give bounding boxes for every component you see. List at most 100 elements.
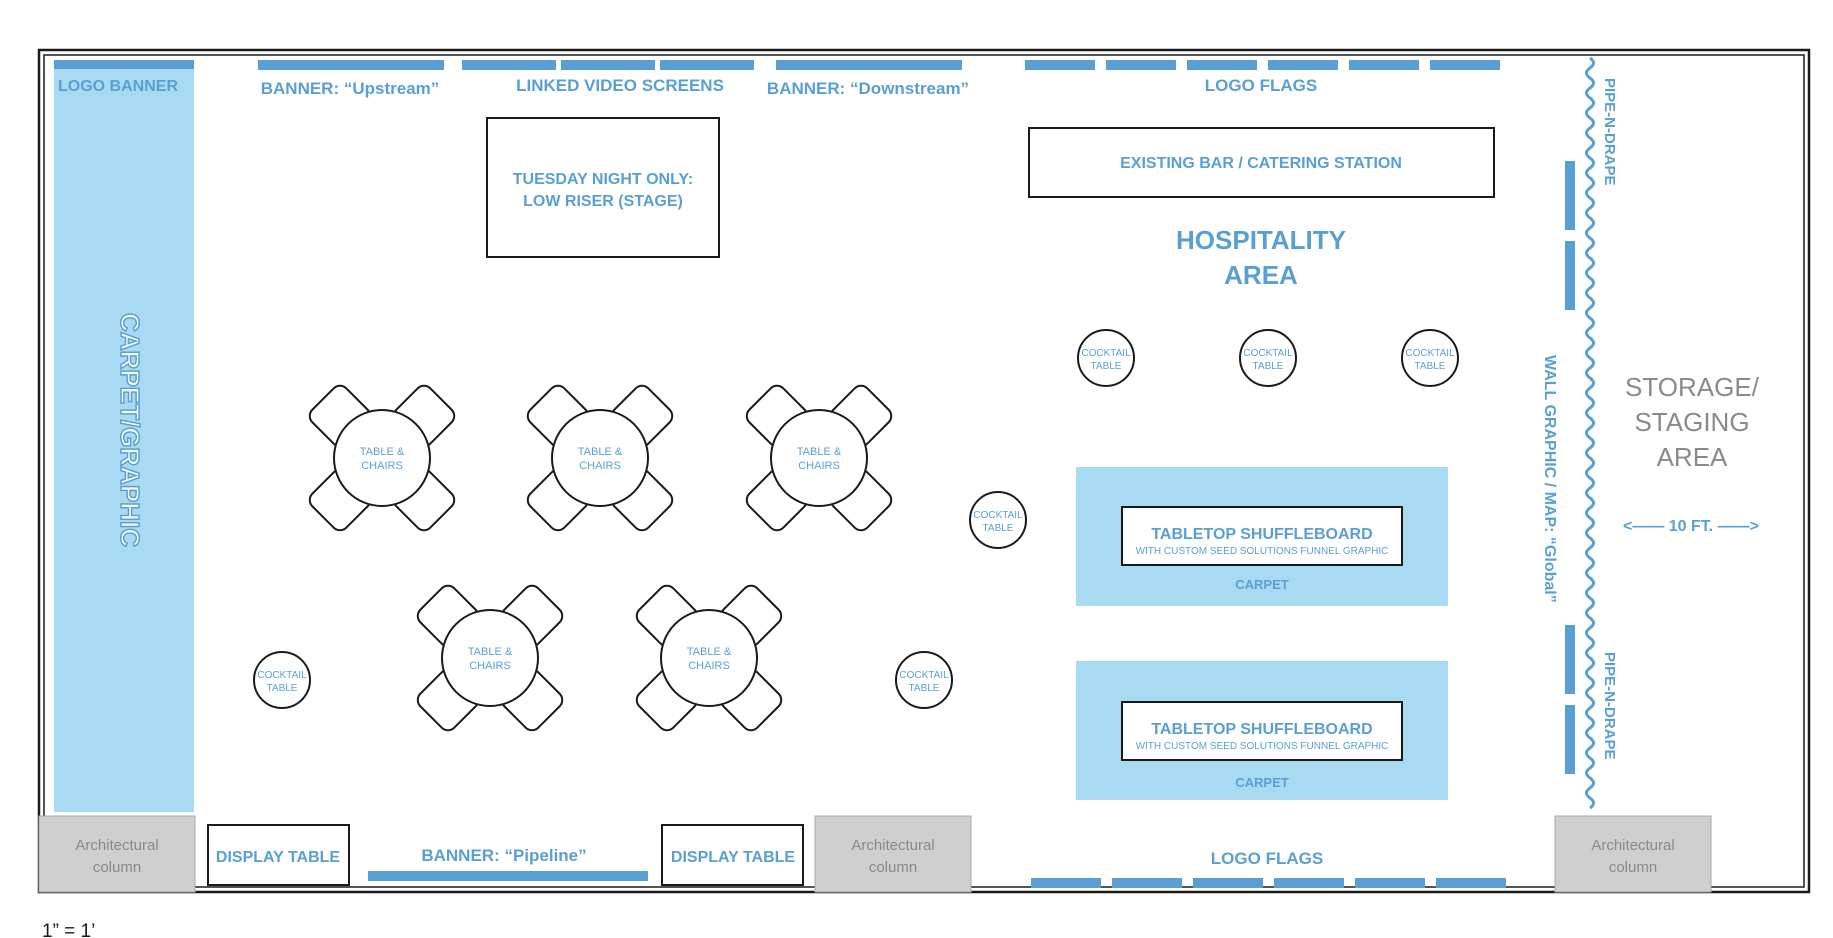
storage-label-line3: AREA [1657,442,1728,472]
wall-graphic-bar-3 [1565,625,1575,694]
shuffleboard-2-title: TABLETOP SHUFFLEBOARD [1151,721,1372,738]
column-3-line2: column [1609,859,1657,876]
cocktail-table-top [895,651,953,709]
pipe-n-drape-line [1585,56,1595,810]
pipe-n-drape-bottom-label: PIPE-N-DRAPE [1601,652,1618,760]
table-label-line1: TABLE & [797,446,842,458]
cocktail-label-line2: TABLE [1415,361,1446,372]
cocktail-table-4: COCKTAIL TABLE [969,491,1027,549]
table-label-line1: TABLE & [687,646,732,658]
video-screen-2 [561,60,655,70]
banner-downstream-label: BANNER: “Downstream” [767,79,969,98]
cocktail-label-line1: COCKTAIL [973,510,1023,521]
logo-flag-bottom-3 [1193,878,1263,888]
shuffleboard-table-1 [1121,506,1403,566]
dimension-label: <—— 10 FT. ——> [1623,518,1759,535]
logo-flag-top-4 [1268,60,1338,70]
logo-flag-bottom-2 [1112,878,1182,888]
hospitality-label-line2: AREA [1224,260,1298,290]
hospitality-label-line1: HOSPITALITY [1176,225,1346,255]
architectural-column-2 [814,815,972,893]
wall-graphic-bar-4 [1565,705,1575,774]
cocktail-table-top [1401,329,1459,387]
bar-catering-station [1028,127,1495,198]
banner-downstream-bar [776,60,962,70]
table-label-line2: CHAIRS [798,460,840,472]
round-table [441,609,539,707]
logo-banner-label: LOGO BANNER [58,78,178,95]
display-table-1-label: DISPLAY TABLE [216,849,341,866]
cocktail-table-top [969,491,1027,549]
table-label-line2: CHAIRS [361,460,403,472]
table-and-chairs-5: TABLE & CHAIRS [635,584,783,732]
table-label-line1: TABLE & [468,646,513,658]
shuffleboard-1-sub: WITH CUSTOM SEED SOLUTIONS FUNNEL GRAPHI… [1136,546,1389,557]
table-label-line1: TABLE & [360,446,405,458]
column-2-line1: Architectural [851,837,934,854]
banner-pipeline-bar [368,871,648,881]
cocktail-table-top [1239,329,1297,387]
wall-graphic-label: WALL GRAPHIC / MAP: “Global” [1541,355,1558,603]
bar-station-label: EXISTING BAR / CATERING STATION [1120,155,1402,172]
logo-flag-top-3 [1187,60,1257,70]
banner-pipeline-label: BANNER: “Pipeline” [421,846,586,865]
round-table [770,409,868,507]
logo-flag-bottom-1 [1031,878,1101,888]
cocktail-table-top [253,651,311,709]
display-table-2-label: DISPLAY TABLE [671,849,796,866]
logo-banner-bar [54,60,194,69]
cocktail-label-line1: COCKTAIL [1081,348,1131,359]
shuffleboard-1-title: TABLETOP SHUFFLEBOARD [1151,526,1372,543]
cocktail-label-line1: COCKTAIL [1405,348,1455,359]
cocktail-label-line1: COCKTAIL [1243,348,1293,359]
shuffleboard-2-sub: WITH CUSTOM SEED SOLUTIONS FUNNEL GRAPHI… [1136,741,1389,752]
column-1-line2: column [93,859,141,876]
table-label-line1: TABLE & [578,446,623,458]
table-and-chairs-2: TABLE & CHAIRS [526,384,674,532]
cocktail-label-line2: TABLE [267,683,298,694]
architectural-column-3 [1554,815,1712,893]
table-label-line2: CHAIRS [469,660,511,672]
logo-flag-top-5 [1349,60,1419,70]
cocktail-label-line2: TABLE [983,523,1014,534]
cocktail-table-3: COCKTAIL TABLE [1401,329,1459,387]
column-1-line1: Architectural [75,837,158,854]
stage-label-line1: TUESDAY NIGHT ONLY: [513,171,693,188]
pipe-n-drape-top-label: PIPE-N-DRAPE [1601,78,1618,186]
round-table [551,409,649,507]
carpet-graphic-label: CARPET/GRAPHIC [115,313,145,547]
inner-wall [43,54,1805,888]
cocktail-label-line1: COCKTAIL [899,670,949,681]
low-riser-stage [486,117,720,258]
column-3-line1: Architectural [1591,837,1674,854]
round-table [333,409,431,507]
storage-label-line2: STAGING [1634,407,1749,437]
cocktail-label-line2: TABLE [1253,361,1284,372]
logo-flag-top-2 [1106,60,1176,70]
round-table [660,609,758,707]
display-table-2 [661,824,804,886]
display-table-1 [207,824,350,886]
cocktail-table-top [1077,329,1135,387]
logo-flag-bottom-4 [1274,878,1344,888]
table-and-chairs-3: TABLE & CHAIRS [745,384,893,532]
banner-upstream-bar [258,60,444,70]
wall-graphic-bar-2 [1565,241,1575,310]
cocktail-table-1: COCKTAIL TABLE [1077,329,1135,387]
logo-flag-top-1 [1025,60,1095,70]
table-and-chairs-1: TABLE & CHAIRS [308,384,456,532]
banner-upstream-label: BANNER: “Upstream” [261,79,440,98]
table-label-line2: CHAIRS [688,660,730,672]
stage-label-line2: LOW RISER (STAGE) [523,193,683,210]
logo-flag-bottom-6 [1436,878,1506,888]
cocktail-label-line2: TABLE [1091,361,1122,372]
logo-flag-bottom-5 [1355,878,1425,888]
table-label-line2: CHAIRS [579,460,621,472]
column-2-line2: column [869,859,917,876]
logo-flags-bottom-label: LOGO FLAGS [1211,849,1323,868]
left-carpet-graphic [54,60,194,812]
logo-flags-top-label: LOGO FLAGS [1205,76,1317,95]
